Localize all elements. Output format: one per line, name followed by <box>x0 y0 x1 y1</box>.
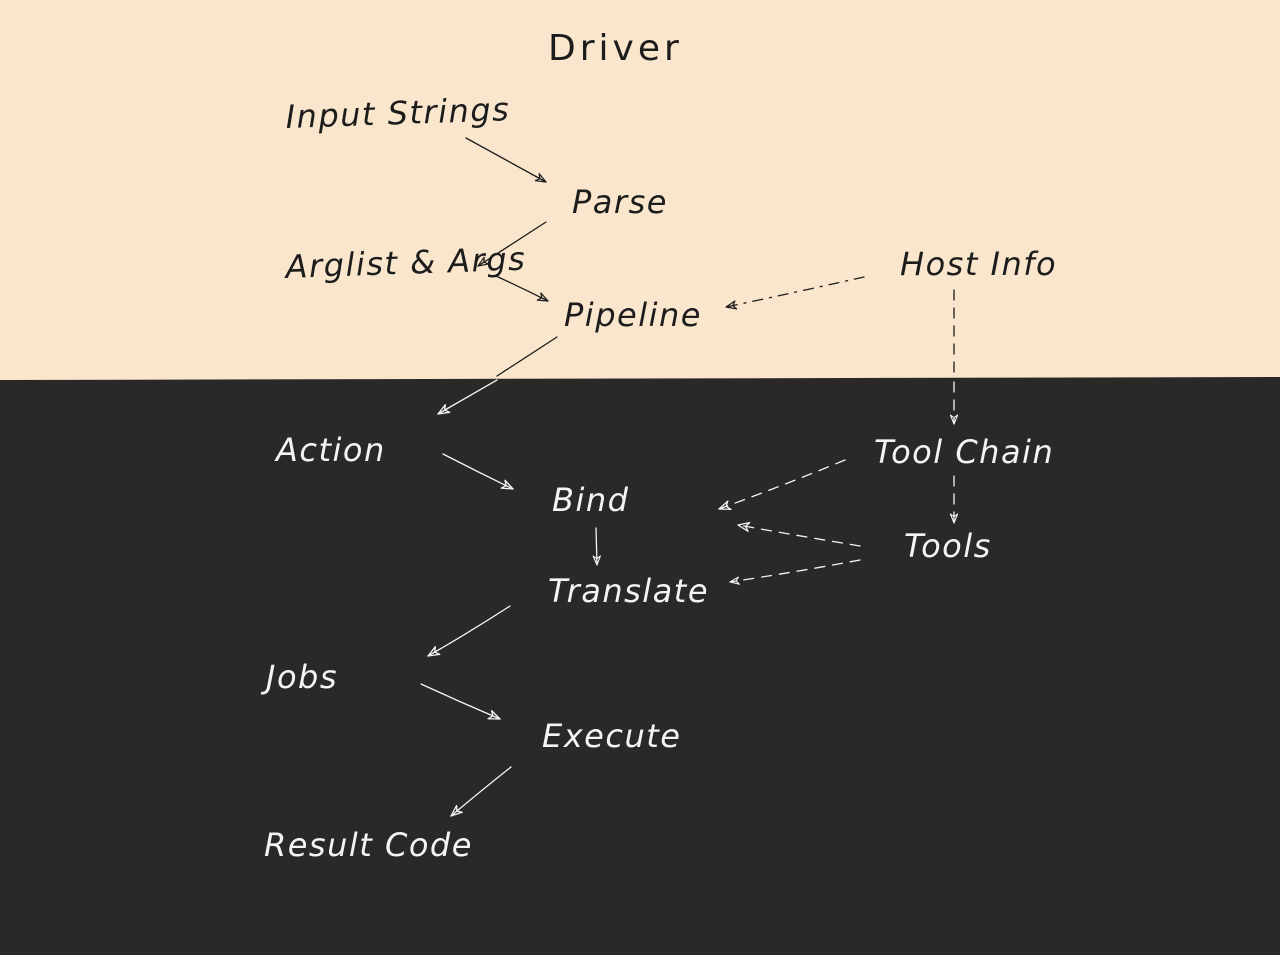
edge-pipeline-to-action-upper <box>496 336 558 377</box>
edge-action-to-bind <box>442 453 514 490</box>
edge-input-strings-to-parse <box>465 137 547 183</box>
edge-parse-to-arglist <box>477 221 547 267</box>
node-result-code: Result Code <box>264 826 473 864</box>
node-arglist-args: Arglist & Args <box>283 240 527 286</box>
node-execute: Execute <box>542 717 681 755</box>
node-action: Action <box>274 431 386 469</box>
node-parse: Parse <box>572 183 668 221</box>
node-input-strings: Input Strings <box>285 90 511 136</box>
edge-execute-to-result-code <box>450 766 512 817</box>
edge-bind-to-translate <box>592 527 601 566</box>
node-jobs: Jobs <box>260 658 338 696</box>
edge-translate-to-jobs <box>427 605 511 657</box>
edge-tools-to-translate <box>729 559 861 585</box>
edge-jobs-to-execute <box>420 683 501 720</box>
edge-pipeline-to-action-lower <box>437 379 498 415</box>
edge-arglist-to-pipeline <box>495 275 549 302</box>
node-pipeline: Pipeline <box>564 296 702 334</box>
bottom-region-background <box>0 377 1280 955</box>
edge-host-info-to-pipeline <box>725 276 865 310</box>
node-host-info: Host Info <box>900 245 1057 283</box>
edge-tools-to-bind <box>737 521 861 547</box>
node-bind: Bind <box>552 481 629 519</box>
node-translate: Translate <box>548 572 709 610</box>
top-region-background <box>0 0 1280 380</box>
node-tools: Tools <box>904 527 992 565</box>
node-tool-chain: Tool Chain <box>874 433 1054 471</box>
diagram-title: Driver <box>548 28 683 69</box>
